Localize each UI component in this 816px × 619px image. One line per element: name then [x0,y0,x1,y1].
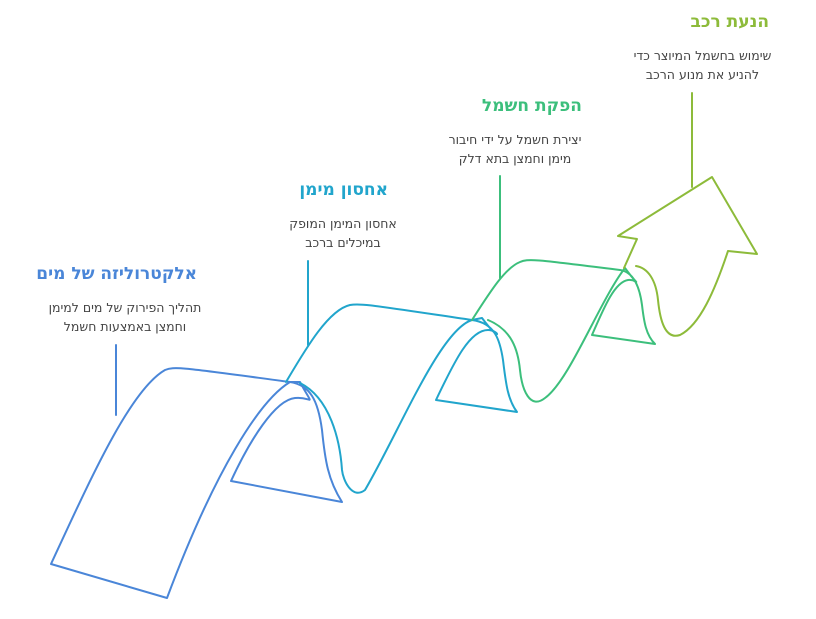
ribbon-segment-4-arrow [617,176,758,337]
ribbon-segment-1 [50,367,343,599]
step-3-desc-line-1: יצירת חשמל על ידי חיבור [448,132,582,147]
step-2-desc-line-2: במיכלים ברכב [305,235,381,250]
step-4-title: הנעת רכב [690,12,769,32]
step-3-title: הפקת חשמל [481,96,582,116]
ribbon-segment-2 [285,303,518,494]
step-3-description: יצירת חשמל על ידי חיבור מימן וחמצן בתא ד… [430,130,600,168]
step-2-desc-line-1: אחסון המימן המופק [289,216,397,231]
step-4-description: שימוש בחשמל המיוצר כדי להניע את מנוע הרכ… [615,46,790,84]
step-1-desc-line-1: תהליך הפירוק של מים למימן [48,300,202,315]
step-4-desc-line-1: שימוש בחשמל המיוצר כדי [633,48,772,63]
step-3-desc-line-2: מימן וחמצן בתא דלק [458,151,572,166]
step-4-desc-line-2: להניע את מנוע הרכב [645,67,760,82]
step-1-description: תהליך הפירוק של מים למימן וחמצן באמצעות … [30,298,220,336]
step-1-desc-line-2: וחמצן באמצעות חשמל [63,319,187,334]
step-2-title: אחסון מימן [299,180,388,200]
ribbon-segment-3 [471,259,656,403]
step-2-description: אחסון המימן המופק במיכלים ברכב [268,214,418,252]
step-1-title: אלקטרוליזה של מים [36,264,197,284]
